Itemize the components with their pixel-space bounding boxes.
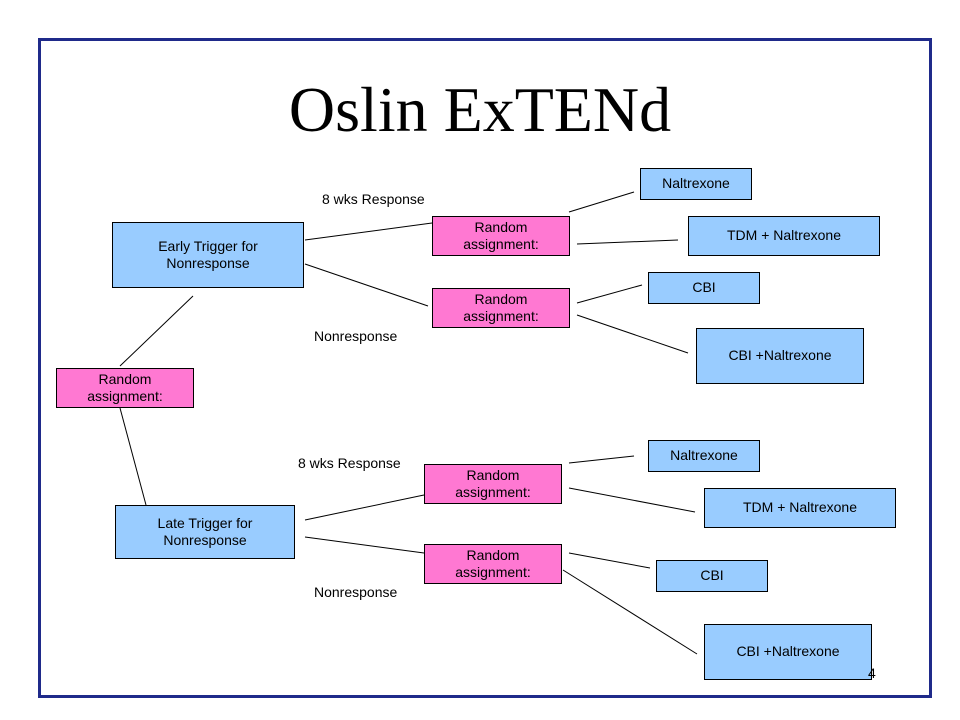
connector-late-resp-naltrexone xyxy=(568,455,635,464)
connector-early-resp-naltrexone xyxy=(568,191,635,213)
connector-early-nonresp-cbinal xyxy=(576,314,689,354)
connector-late-response xyxy=(304,494,425,521)
slide-title: Oslin ExTENd xyxy=(288,74,672,145)
early-nonresponse-label: Nonresponse xyxy=(314,328,398,344)
connector-center-early xyxy=(119,295,194,367)
late-trigger-box: Late Trigger for Nonresponse xyxy=(115,505,295,559)
connector-late-nonresp-cbinal xyxy=(562,569,698,655)
connector-early-response xyxy=(304,222,433,241)
late-cbi-naltrexone-box: CBI +Naltrexone xyxy=(704,624,872,680)
connector-center-late xyxy=(119,407,147,506)
connector-early-nonresp-cbi xyxy=(576,284,643,304)
early-cbi-naltrexone-box: CBI +Naltrexone xyxy=(696,328,864,384)
connector-early-nonresponse xyxy=(304,263,429,307)
late-tdm-naltrexone-box: TDM + Naltrexone xyxy=(704,488,896,528)
early-response-assignment-box: Random assignment: xyxy=(432,216,570,256)
page-number: 4 xyxy=(868,665,876,681)
late-naltrexone-box: Naltrexone xyxy=(648,440,760,472)
center-random-assignment-box: Random assignment: xyxy=(56,368,194,408)
late-response-label: 8 wks Response xyxy=(298,455,401,471)
late-nonresponse-assignment-box: Random assignment: xyxy=(424,544,562,584)
early-naltrexone-box: Naltrexone xyxy=(640,168,752,200)
late-nonresponse-label: Nonresponse xyxy=(314,584,398,600)
early-cbi-box: CBI xyxy=(648,272,760,304)
early-nonresponse-assignment-box: Random assignment: xyxy=(432,288,570,328)
early-response-label: 8 wks Response xyxy=(322,191,425,207)
connector-late-nonresp-cbi xyxy=(568,552,651,569)
late-response-assignment-box: Random assignment: xyxy=(424,464,562,504)
connector-late-resp-tdm xyxy=(568,487,696,513)
early-tdm-naltrexone-box: TDM + Naltrexone xyxy=(688,216,880,256)
early-trigger-box: Early Trigger for Nonresponse xyxy=(112,222,304,288)
late-cbi-box: CBI xyxy=(656,560,768,592)
connector-late-nonresponse xyxy=(304,536,425,554)
connector-early-resp-tdm xyxy=(576,239,679,245)
